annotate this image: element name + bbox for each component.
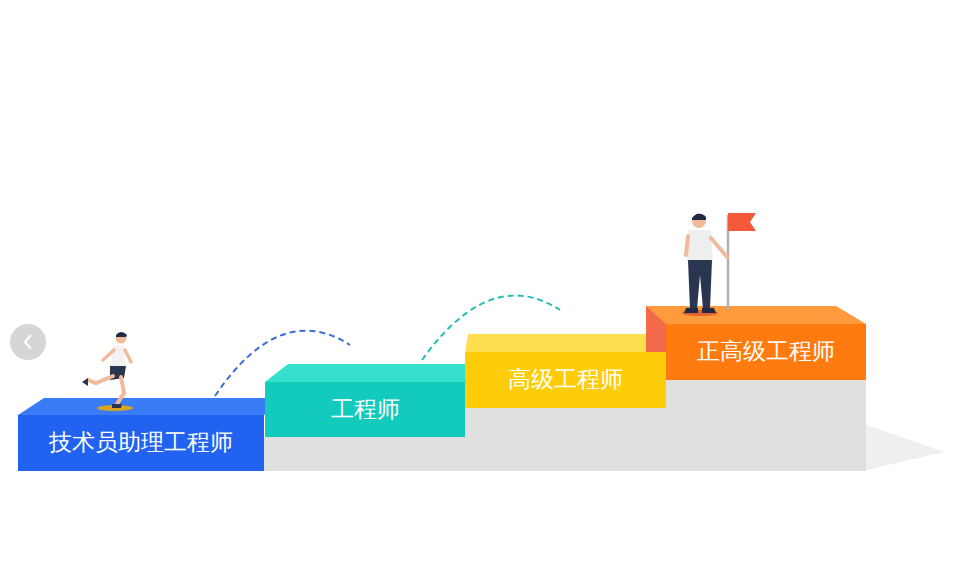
step-box: 正高级工程师 — [666, 324, 866, 380]
step-label: 高级工程师 — [508, 366, 623, 394]
step-label: 正高级工程师 — [697, 338, 835, 366]
step-box: 高级工程师 — [465, 352, 666, 408]
step-box: 工程师 — [265, 382, 465, 437]
step-top — [18, 398, 290, 415]
running-person — [82, 332, 133, 411]
nav-button — [10, 324, 46, 360]
nav-chevron — [25, 335, 31, 349]
jump-arc — [422, 296, 560, 360]
step-body — [666, 380, 866, 471]
step-top — [646, 306, 866, 324]
step-label: 技术员助理工程师 — [49, 429, 233, 457]
step-box: 技术员助理工程师 — [18, 415, 264, 471]
step-top — [465, 334, 666, 352]
floor-shadow — [866, 425, 945, 470]
step-body — [264, 437, 466, 471]
step-top — [265, 364, 488, 382]
step-label: 工程师 — [331, 396, 400, 424]
step-body — [465, 408, 667, 471]
standing-person-with-flag — [682, 213, 756, 316]
